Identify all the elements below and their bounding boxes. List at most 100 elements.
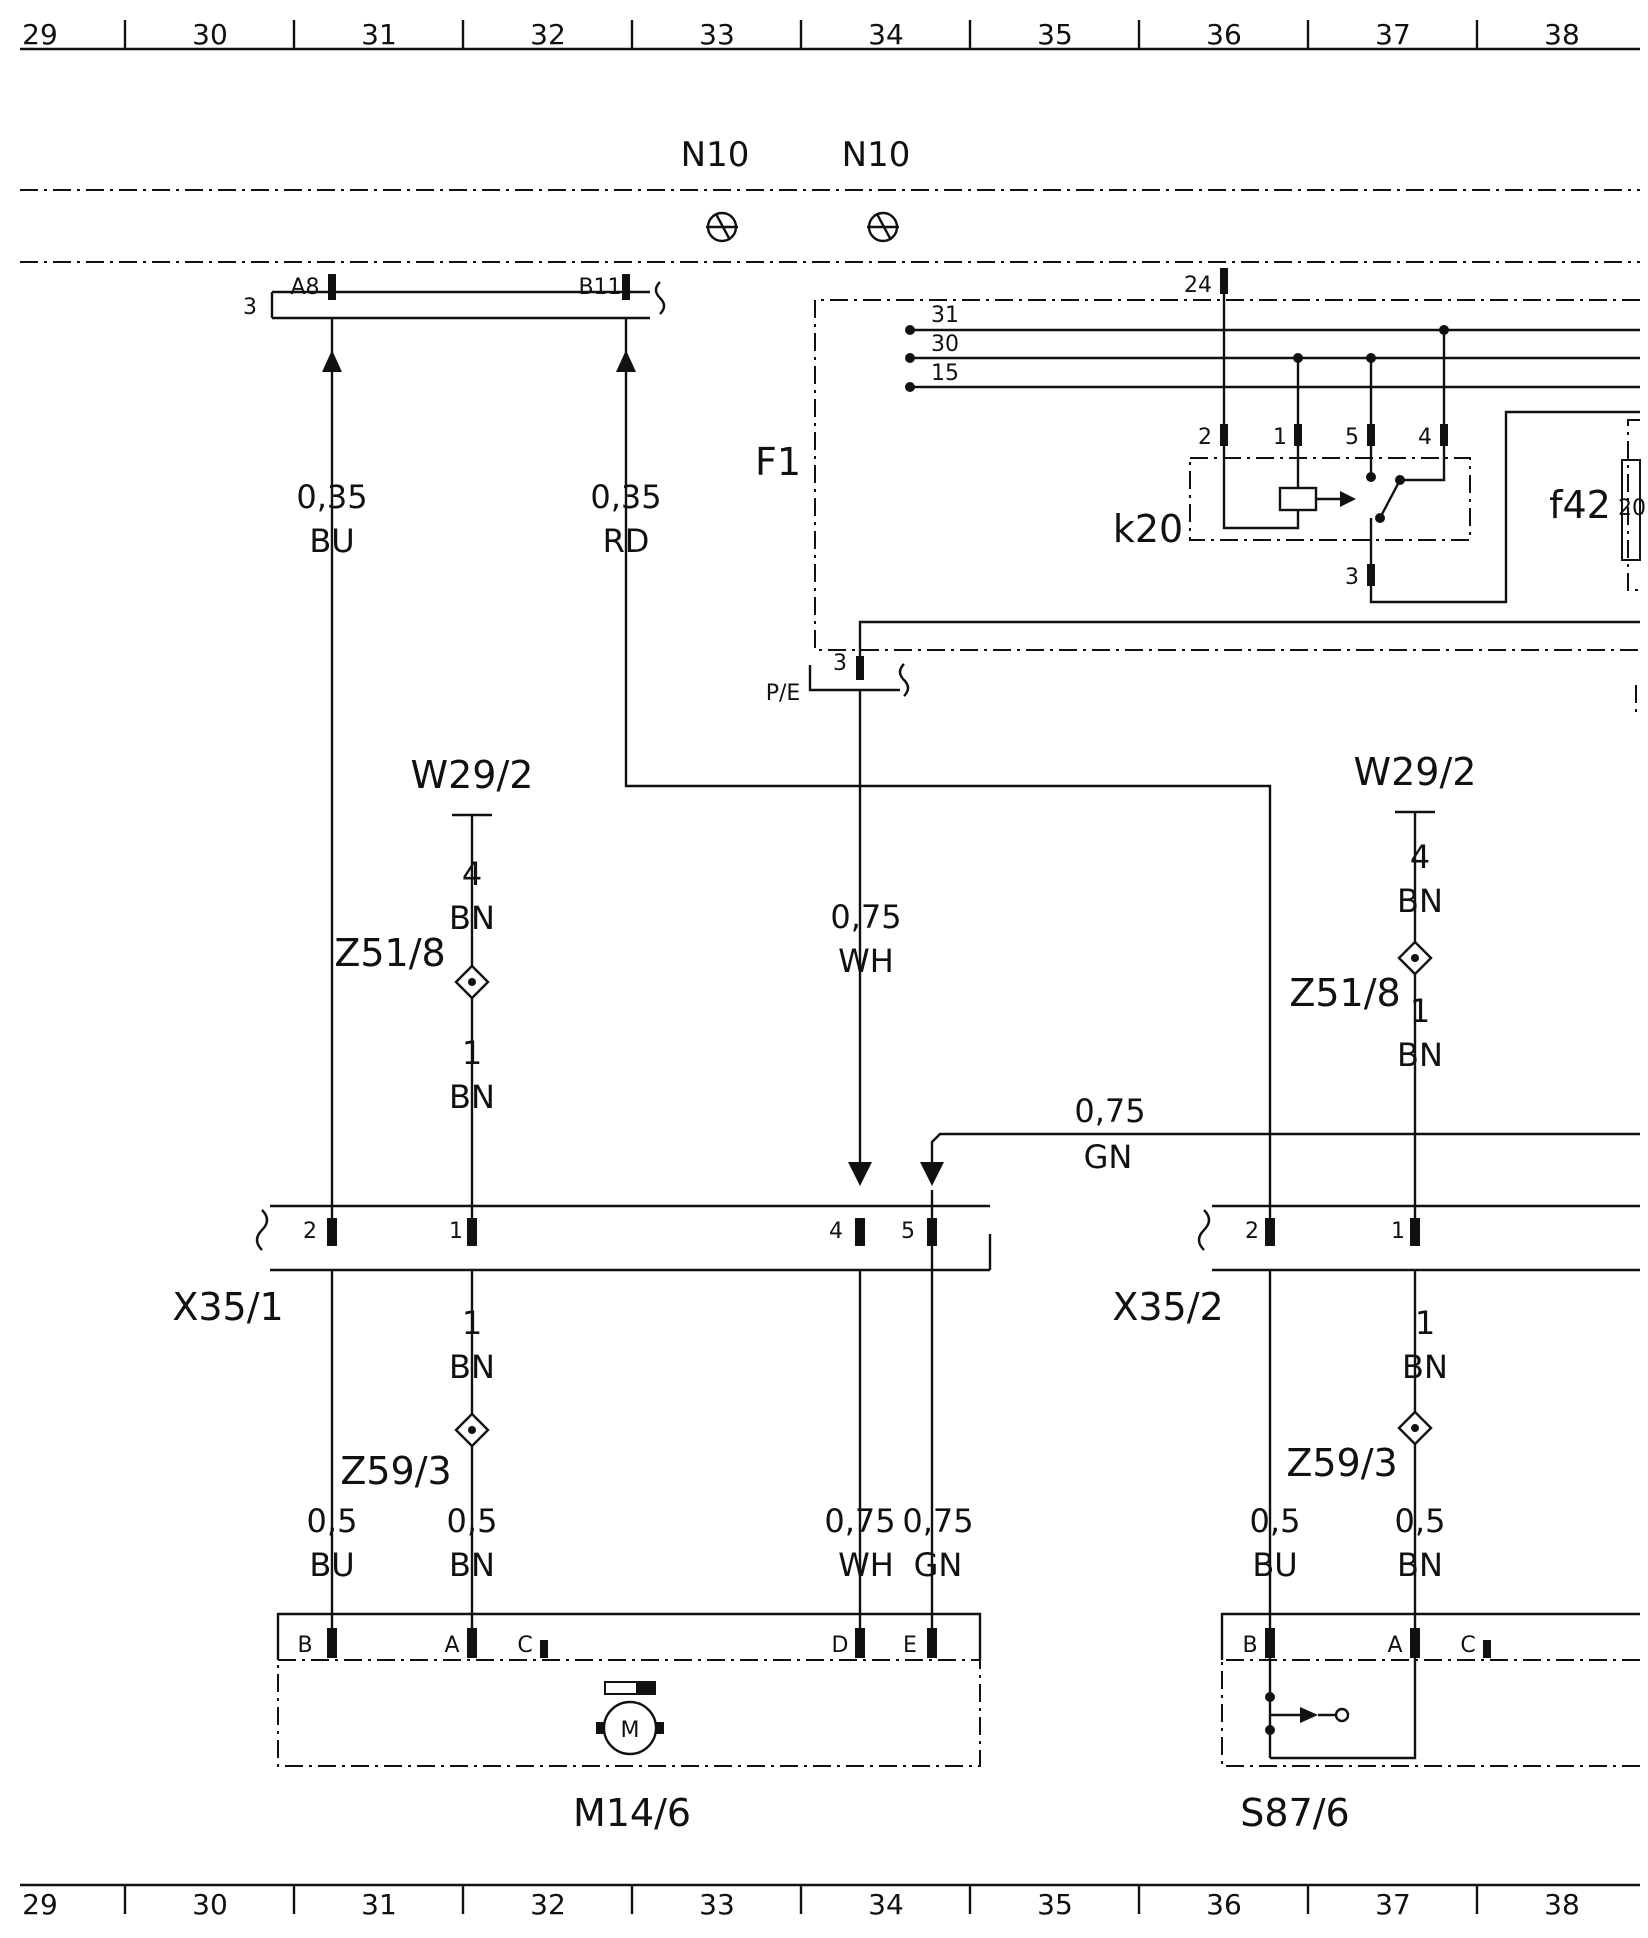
wire-color-label: BU bbox=[309, 522, 354, 560]
wire-color-label: BN bbox=[1397, 1546, 1443, 1584]
ruler-col-29-bottom: 29 bbox=[22, 1888, 58, 1921]
wire-size-label: 0,75 bbox=[830, 898, 901, 936]
pe-connector: P/E 3 0,75 WH bbox=[766, 651, 910, 1186]
wire-size-label: 0,75 bbox=[902, 1502, 973, 1540]
x35-1-pin-1: 1 bbox=[449, 1219, 463, 1244]
wire-size-label: 4 bbox=[1410, 838, 1430, 876]
z51-left-label: Z51/8 bbox=[334, 931, 445, 975]
connector-3-header: 3 A8 B11 bbox=[243, 274, 666, 320]
wire-color-label: BU bbox=[309, 1546, 354, 1584]
wire-color-label: BN bbox=[449, 1348, 495, 1386]
z51-right-label: Z51/8 bbox=[1289, 971, 1400, 1015]
wire-color-label: WH bbox=[838, 1546, 894, 1584]
wire-size-label: 4 bbox=[462, 855, 482, 893]
x35-2-connector: X35/2 2 1 bbox=[1112, 1204, 1640, 1329]
s87-lower-wires: 1 BN Z59/3 0,5 BU 0,5 BN bbox=[1250, 1270, 1448, 1628]
ground-label-left: N10 bbox=[681, 135, 750, 175]
x35-1-connector: X35/1 2 1 4 5 bbox=[172, 1204, 992, 1329]
x35-2-pin-2: 2 bbox=[1245, 1219, 1259, 1244]
ruler-col-32: 32 bbox=[530, 18, 566, 51]
wire-color-label: GN bbox=[914, 1546, 963, 1584]
m14-pin-a: A bbox=[444, 1633, 459, 1658]
k20-pin-4-label: 4 bbox=[1418, 425, 1432, 450]
w29-z51-right: W29/2 4 BN Z51/8 1 BN bbox=[1289, 750, 1476, 1220]
ruler-col-38-bottom: 38 bbox=[1544, 1888, 1580, 1921]
wire-size-label: 1 bbox=[462, 1034, 482, 1072]
bus-30-label: 30 bbox=[931, 332, 959, 357]
wire-color-label: BN bbox=[449, 899, 495, 937]
k20-pin-3-label: 3 bbox=[1345, 565, 1359, 590]
wire-color-label: BU bbox=[1252, 1546, 1297, 1584]
m14-pin-c: C bbox=[517, 1633, 532, 1658]
wire-color-label: BN bbox=[1397, 1036, 1443, 1074]
ground-label-right: N10 bbox=[842, 135, 911, 175]
wire-size-label: 1 bbox=[1410, 992, 1430, 1030]
wire-size-label: 0,5 bbox=[1395, 1502, 1446, 1540]
pe-pin-label: 3 bbox=[833, 651, 847, 676]
bus-31-label: 31 bbox=[931, 303, 959, 328]
ruler-col-35-bottom: 35 bbox=[1037, 1888, 1073, 1921]
splice-diamond-icon bbox=[1397, 1410, 1433, 1446]
ruler-col-30-bottom: 30 bbox=[192, 1888, 228, 1921]
ruler-col-29: 29 bbox=[22, 18, 58, 51]
column-ruler-top: 29 30 31 32 33 34 35 36 37 38 bbox=[20, 18, 1640, 51]
wire-size-label: 0,5 bbox=[307, 1502, 358, 1540]
wire-gn: 0,75 GN bbox=[920, 1092, 1640, 1186]
wire-size-label: 0,75 bbox=[1074, 1092, 1145, 1130]
f1-fuse-box: F1 31 30 15 24 bbox=[755, 268, 1640, 660]
ruler-col-31: 31 bbox=[361, 18, 397, 51]
connector-3-label: 3 bbox=[243, 295, 257, 320]
w29-right-label: W29/2 bbox=[1354, 750, 1477, 794]
w29-left-label: W29/2 bbox=[411, 753, 534, 797]
x35-2-label: X35/2 bbox=[1112, 1285, 1223, 1329]
x35-1-pin-2: 2 bbox=[303, 1219, 317, 1244]
bus-15-label: 15 bbox=[931, 361, 959, 386]
wire-color-label: GN bbox=[1084, 1138, 1133, 1176]
s87-6-label: S87/6 bbox=[1240, 1791, 1349, 1835]
wire-color-label: BN bbox=[449, 1546, 495, 1584]
w29-z51-left: W29/2 4 BN Z51/8 1 BN bbox=[334, 753, 533, 1220]
wire-size-label: 0,75 bbox=[824, 1502, 895, 1540]
wire-size-label: 1 bbox=[1415, 1304, 1435, 1342]
pin-b11-label: B11 bbox=[578, 275, 621, 300]
wire-rd: 0,35 RD bbox=[590, 318, 1272, 1220]
ruler-col-37-bottom: 37 bbox=[1375, 1888, 1411, 1921]
x35-1-pin-5: 5 bbox=[901, 1219, 915, 1244]
ground-band: N10 N10 bbox=[20, 135, 1640, 263]
m14-pin-d: D bbox=[832, 1633, 849, 1658]
x35-2-pin-1: 1 bbox=[1391, 1219, 1405, 1244]
pin-24-label: 24 bbox=[1184, 273, 1212, 298]
k20-label: k20 bbox=[1113, 507, 1183, 551]
x35-1-pin-4: 4 bbox=[829, 1219, 843, 1244]
wire-size-label: 0,35 bbox=[296, 478, 367, 516]
f1-label: F1 bbox=[755, 440, 801, 484]
splice-diamond-icon bbox=[454, 964, 490, 1000]
x35-1-label: X35/1 bbox=[172, 1285, 283, 1329]
ruler-col-33: 33 bbox=[699, 18, 735, 51]
m14-lower-wires: 1 BN Z59/3 0,5 BU 0,5 BN 0,75 WH 0,75 GN bbox=[307, 1190, 974, 1628]
m14-pin-b: B bbox=[297, 1633, 312, 1658]
switch-icon bbox=[1265, 1658, 1417, 1760]
motor-symbol-label: M bbox=[621, 1718, 640, 1743]
k20-pin-1-label: 1 bbox=[1273, 425, 1287, 450]
ruler-col-33-bottom: 33 bbox=[699, 1888, 735, 1921]
wire-size-label: 0,5 bbox=[1250, 1502, 1301, 1540]
motor-icon: M bbox=[596, 1681, 664, 1756]
k20-pin-5-label: 5 bbox=[1345, 425, 1359, 450]
m14-6-label: M14/6 bbox=[573, 1791, 691, 1835]
f42-label: f42 bbox=[1549, 483, 1611, 527]
wire-size-label: 0,35 bbox=[590, 478, 661, 516]
ruler-col-30: 30 bbox=[192, 18, 228, 51]
ruler-col-38: 38 bbox=[1544, 18, 1580, 51]
z59-right-label: Z59/3 bbox=[1286, 1441, 1397, 1485]
wire-color-label: WH bbox=[838, 942, 894, 980]
pin-a8-label: A8 bbox=[290, 275, 319, 300]
ruler-col-32-bottom: 32 bbox=[530, 1888, 566, 1921]
k20-relay: k20 2 1 5 4 3 bbox=[1113, 424, 1471, 590]
f42-inner-label: 20 bbox=[1618, 496, 1646, 521]
s87-pin-b: B bbox=[1242, 1633, 1257, 1658]
s87-pin-c: C bbox=[1460, 1633, 1475, 1658]
m14-6-motor: B A C D E M M14/6 bbox=[276, 1612, 982, 1835]
m14-pin-e: E bbox=[903, 1633, 917, 1658]
